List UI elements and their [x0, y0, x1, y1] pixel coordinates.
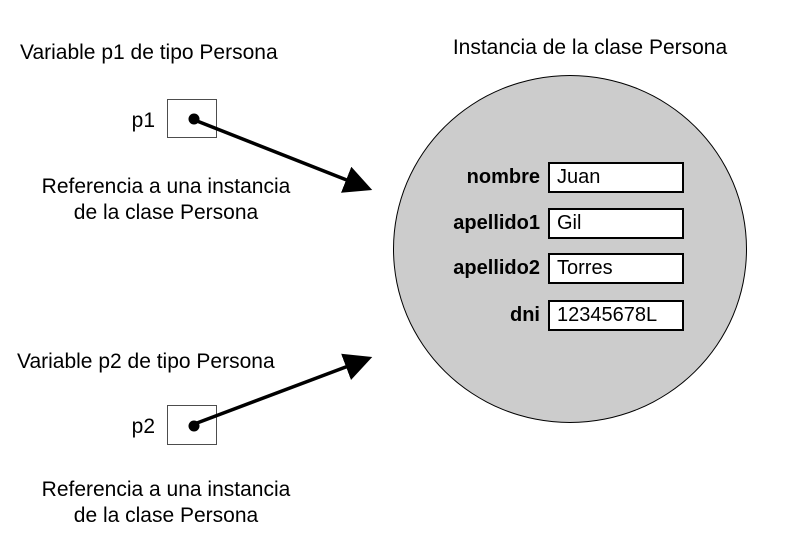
- p1-reference-box: [167, 99, 217, 138]
- p1-variable-title: Variable p1 de tipo Persona: [20, 41, 278, 64]
- p2-caption: Referencia a una instancia de la clase P…: [20, 477, 312, 529]
- field-value-nombre: Juan: [548, 162, 684, 193]
- p2-variable-title: Variable p2 de tipo Persona: [17, 350, 275, 373]
- p1-caption-line1: Referencia a una instancia: [41, 175, 291, 198]
- instance-title: Instancia de la clase Persona: [452, 36, 728, 59]
- p2-caption-line1: Referencia a una instancia: [41, 478, 291, 501]
- p1-label: p1: [131, 109, 155, 132]
- p2-caption-line2: de la clase Persona: [73, 504, 259, 527]
- p1-caption: Referencia a una instancia de la clase P…: [20, 174, 312, 226]
- field-value-apellido2: Torres: [548, 253, 684, 284]
- field-label-nombre: nombre: [466, 166, 540, 188]
- field-label-apellido1: apellido1: [453, 212, 540, 234]
- field-value-apellido1: Gil: [548, 208, 684, 239]
- p2-label: p2: [131, 415, 155, 438]
- field-value-dni: 12345678L: [548, 300, 684, 331]
- field-label-apellido2: apellido2: [453, 257, 540, 279]
- p1-caption-line2: de la clase Persona: [73, 201, 259, 224]
- field-label-dni: dni: [510, 304, 540, 326]
- p2-reference-box: [167, 405, 217, 445]
- persona-instance-circle: [393, 75, 747, 423]
